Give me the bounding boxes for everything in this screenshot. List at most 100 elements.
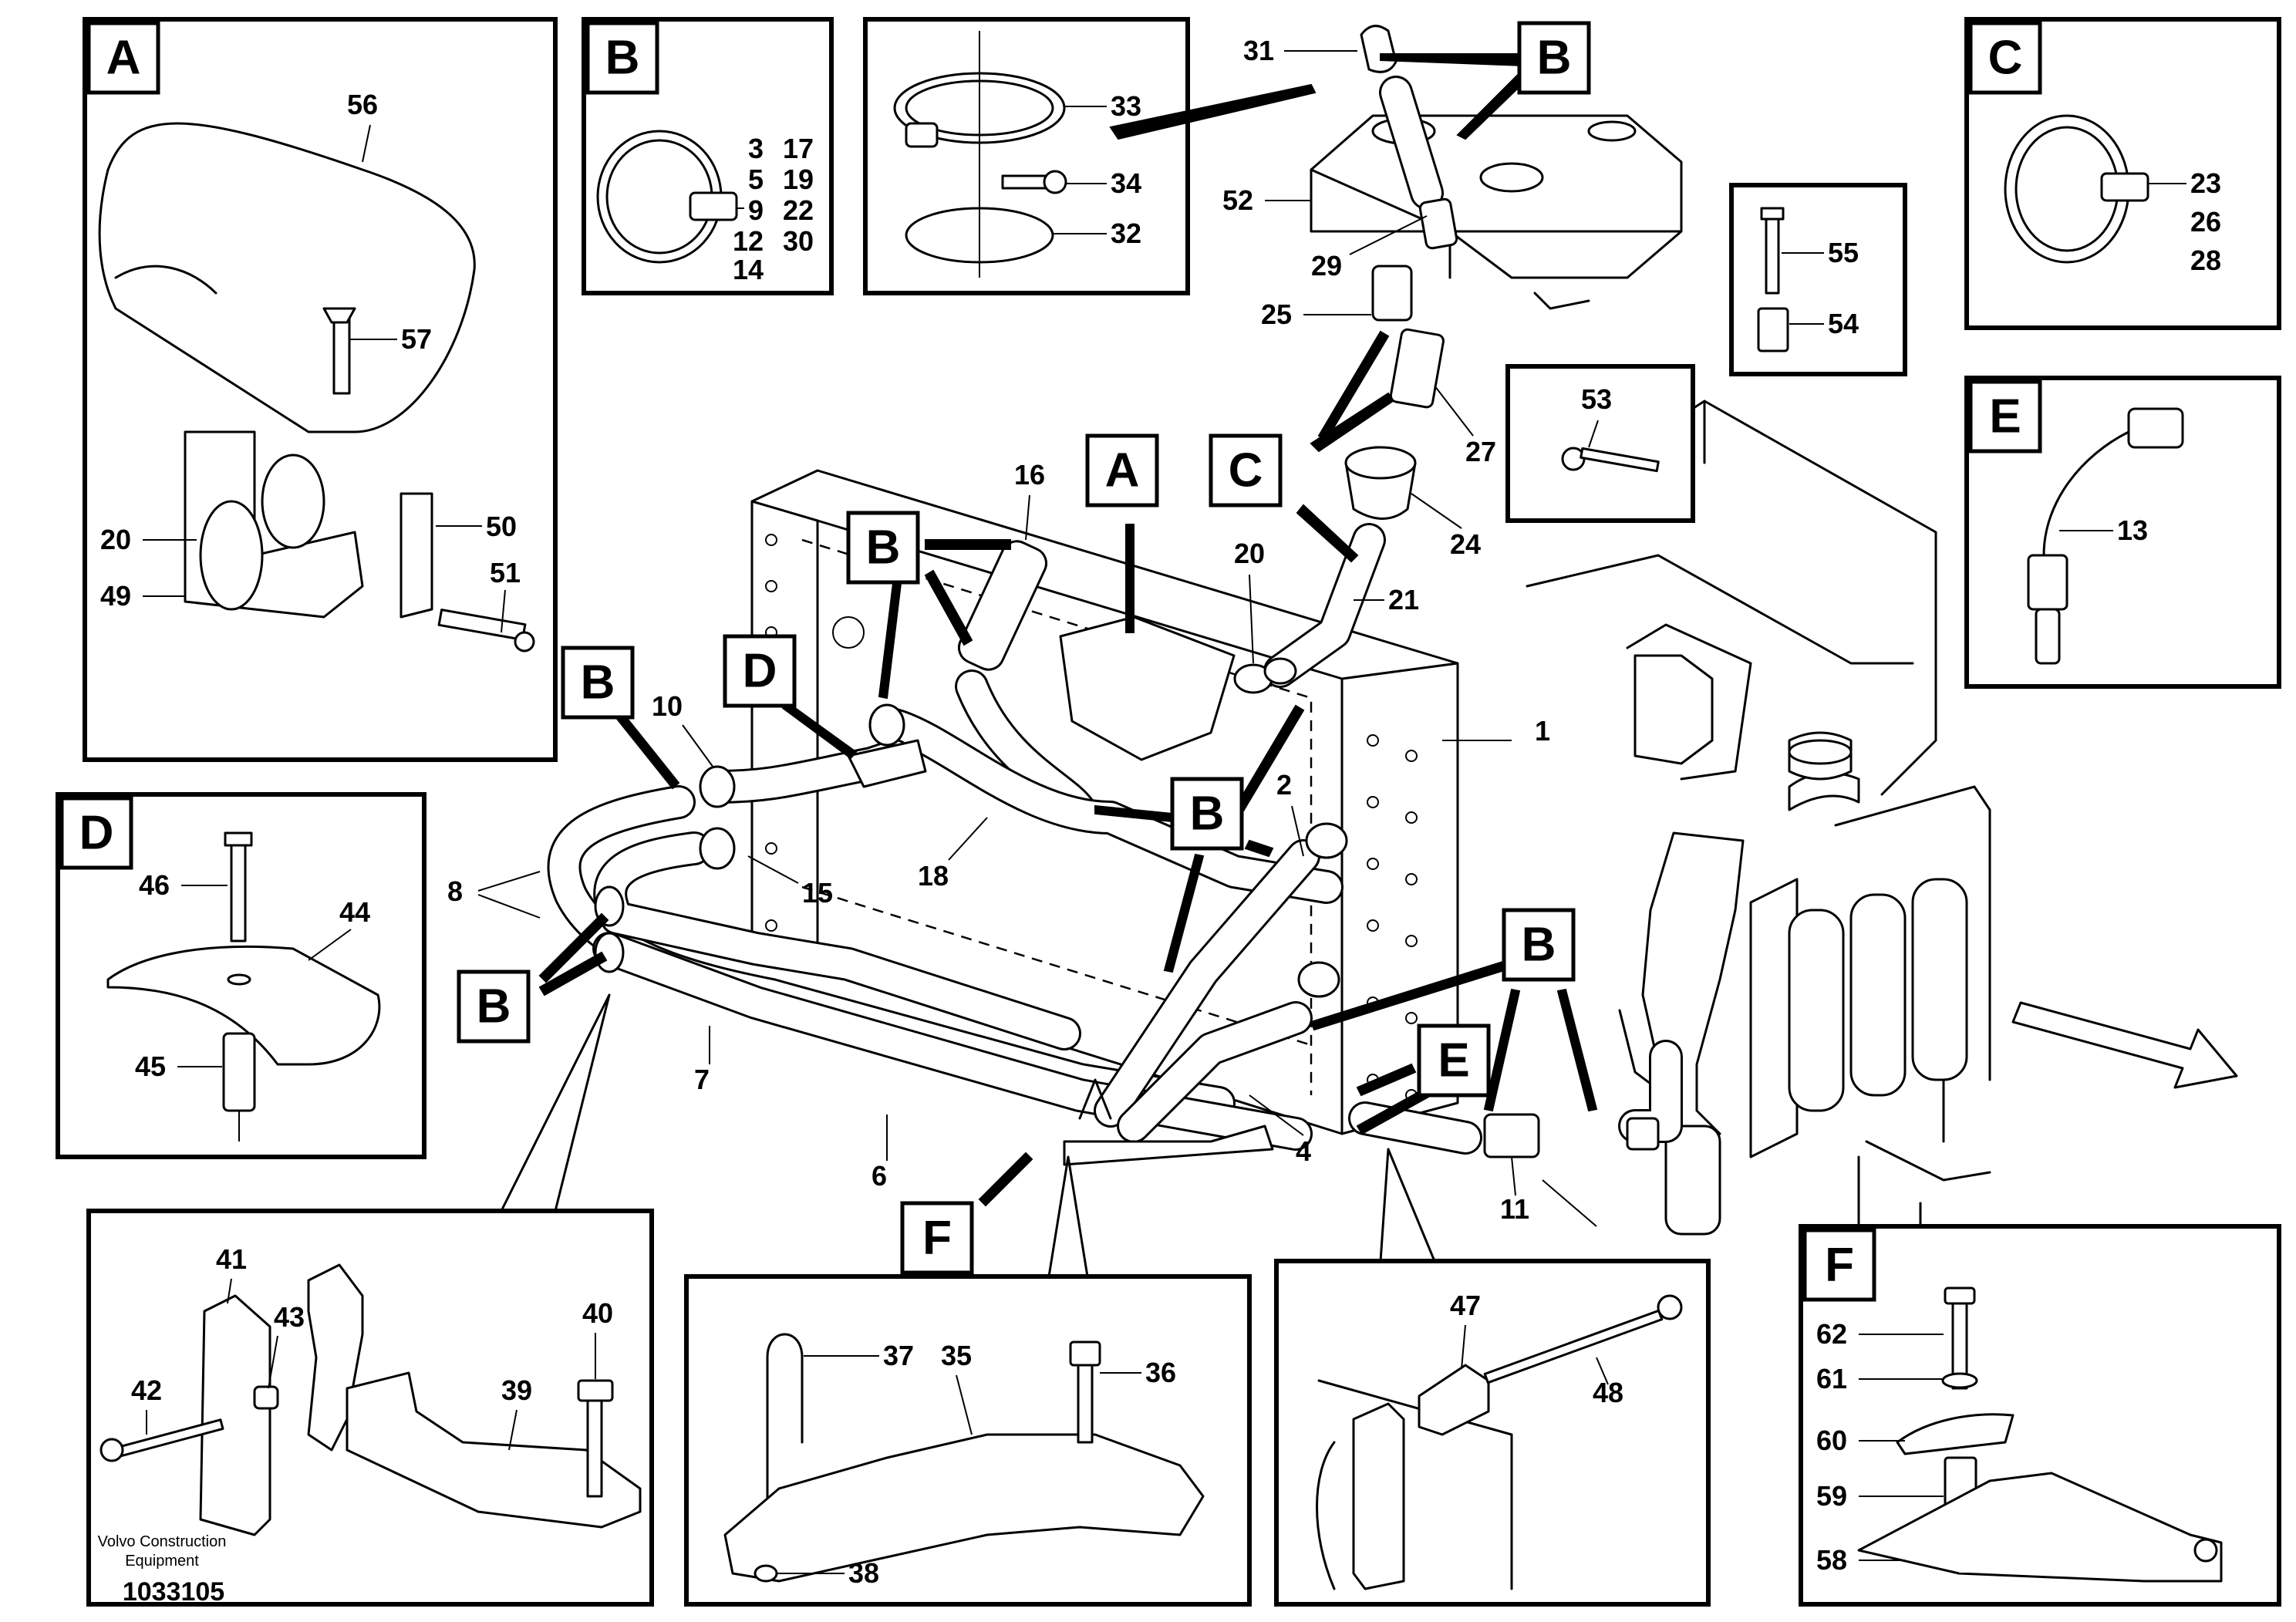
detail-box-d: D bbox=[56, 792, 426, 1159]
detail-box-55 bbox=[1729, 183, 1907, 376]
callout-33: 33 bbox=[1111, 90, 1141, 122]
label-b-center: B bbox=[1190, 787, 1225, 841]
filler-neck bbox=[1344, 25, 1458, 520]
expansion-tank bbox=[1310, 114, 1683, 310]
detail-box-bracket-left: Volvo Construction Equipment 1033105 bbox=[86, 1209, 654, 1607]
detail-box-a: A bbox=[83, 17, 558, 762]
callout-29: 29 bbox=[1311, 250, 1342, 282]
label-b-left: B bbox=[581, 656, 615, 710]
detail-box-53 bbox=[1505, 364, 1695, 523]
detail-box-b-clamp: B bbox=[582, 17, 834, 295]
callout-11: 11 bbox=[1500, 1193, 1529, 1225]
callout-36: 36 bbox=[1145, 1357, 1176, 1388]
callout-41: 41 bbox=[216, 1243, 247, 1275]
callout-47: 47 bbox=[1450, 1290, 1481, 1321]
callout-25: 25 bbox=[1261, 298, 1292, 330]
callout-62: 62 bbox=[1816, 1318, 1847, 1350]
callout-20-main: 20 bbox=[1234, 538, 1265, 569]
callout-18: 18 bbox=[918, 860, 949, 892]
main-assembly bbox=[547, 25, 2238, 1251]
callout-48: 48 bbox=[1593, 1377, 1623, 1408]
detail-box-b-ring bbox=[863, 17, 1190, 295]
callout-20-a: 20 bbox=[100, 524, 131, 555]
detail-letter-d: D bbox=[79, 807, 114, 860]
callout-45: 45 bbox=[135, 1050, 166, 1082]
callout-28: 28 bbox=[2190, 244, 2221, 276]
callout-5: 5 bbox=[748, 164, 764, 195]
callout-56: 56 bbox=[347, 89, 378, 120]
callout-38: 38 bbox=[848, 1557, 879, 1589]
credit-line-2: Equipment bbox=[125, 1553, 199, 1570]
callout-24: 24 bbox=[1450, 528, 1481, 560]
callout-9: 9 bbox=[748, 194, 764, 226]
callouts: 56 57 20 50 49 51 3 17 5 19 9 22 12 30 1… bbox=[100, 35, 2221, 1589]
callout-42: 42 bbox=[131, 1374, 162, 1406]
callout-3: 3 bbox=[748, 133, 764, 164]
label-b-right: B bbox=[1522, 919, 1556, 972]
callout-49: 49 bbox=[100, 580, 131, 612]
detail-letter-f: F bbox=[1825, 1239, 1854, 1292]
drawing-number: 1033105 bbox=[123, 1577, 224, 1607]
callout-58: 58 bbox=[1816, 1544, 1847, 1576]
callout-39: 39 bbox=[501, 1374, 532, 1406]
callout-2: 2 bbox=[1276, 769, 1292, 801]
label-d-main: D bbox=[743, 645, 777, 698]
detail-letter-b: B bbox=[605, 32, 640, 85]
engine bbox=[1526, 400, 1991, 1251]
sensor-connector-icon bbox=[2127, 407, 2184, 449]
direction-arrow-icon bbox=[2011, 1001, 2238, 1089]
callout-21: 21 bbox=[1388, 584, 1419, 615]
callout-46: 46 bbox=[139, 869, 170, 901]
callout-27: 27 bbox=[1465, 436, 1496, 467]
callout-54: 54 bbox=[1828, 308, 1859, 339]
detail-box-bracket-f bbox=[684, 1274, 1252, 1607]
callout-55: 55 bbox=[1828, 237, 1859, 268]
callout-43: 43 bbox=[274, 1301, 305, 1333]
callout-23: 23 bbox=[2190, 167, 2221, 199]
callout-22: 22 bbox=[783, 194, 814, 226]
detail-letter-c: C bbox=[1988, 32, 2023, 85]
label-b-pipe: B bbox=[866, 521, 901, 575]
detail-letter-a: A bbox=[106, 32, 141, 85]
pipe-16 bbox=[957, 540, 1048, 671]
shield-56 bbox=[98, 122, 476, 433]
callout-44: 44 bbox=[339, 896, 370, 928]
label-c-main: C bbox=[1229, 444, 1263, 497]
coolant-hoses bbox=[547, 523, 1683, 1158]
callout-52: 52 bbox=[1222, 184, 1253, 216]
callout-10: 10 bbox=[652, 690, 683, 722]
callout-7: 7 bbox=[694, 1064, 710, 1095]
callout-19: 19 bbox=[783, 164, 814, 195]
main-letter-labels: B C A B D B B B bbox=[457, 21, 1598, 1278]
callout-15: 15 bbox=[802, 877, 833, 909]
callout-4: 4 bbox=[1296, 1135, 1311, 1167]
label-a-main: A bbox=[1105, 444, 1140, 497]
callout-57: 57 bbox=[401, 323, 432, 355]
label-b-lower-left: B bbox=[477, 980, 511, 1034]
label-e-main: E bbox=[1438, 1034, 1469, 1088]
callout-1: 1 bbox=[1535, 715, 1550, 747]
detail-box-c: C bbox=[1964, 17, 2281, 330]
callout-53: 53 bbox=[1581, 383, 1612, 415]
callout-35: 35 bbox=[941, 1340, 972, 1371]
callout-30: 30 bbox=[783, 225, 814, 257]
callout-14: 14 bbox=[733, 254, 764, 285]
callout-13: 13 bbox=[2117, 514, 2148, 546]
callout-59: 59 bbox=[1816, 1480, 1847, 1512]
callout-31: 31 bbox=[1243, 35, 1274, 66]
callout-17: 17 bbox=[783, 133, 814, 164]
callout-6: 6 bbox=[872, 1160, 887, 1192]
callout-50: 50 bbox=[486, 511, 517, 542]
callout-32: 32 bbox=[1111, 218, 1141, 249]
callout-26: 26 bbox=[2190, 206, 2221, 238]
callout-12: 12 bbox=[733, 225, 764, 257]
callout-16: 16 bbox=[1014, 459, 1045, 491]
callout-34: 34 bbox=[1111, 167, 1141, 199]
label-b-top: B bbox=[1537, 32, 1572, 85]
callout-37: 37 bbox=[883, 1340, 914, 1371]
detail-letter-e: E bbox=[1989, 390, 2021, 443]
detail-box-e: E bbox=[1964, 376, 2281, 689]
callout-40: 40 bbox=[582, 1297, 613, 1329]
callout-60: 60 bbox=[1816, 1425, 1847, 1456]
